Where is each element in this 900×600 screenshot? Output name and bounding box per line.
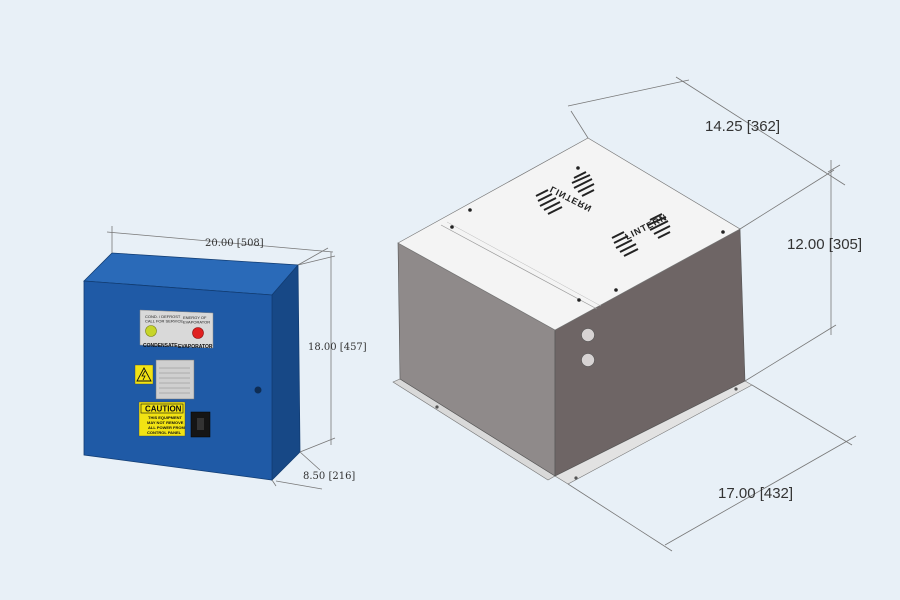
unit-width-dimension: 14.25 [362] (705, 118, 780, 135)
switch-plate (139, 309, 214, 349)
door-latch (254, 386, 262, 394)
condensing-unit: LINTERN LINTERN (392, 137, 753, 485)
condensate-indicator-button (145, 325, 157, 337)
panel-width-dimension: 20.00 [508] (205, 238, 264, 249)
flange-hole-1 (435, 405, 439, 409)
flange-hole-2 (574, 476, 578, 480)
vent-grille-2 (611, 213, 671, 257)
panel-side-face (271, 263, 301, 481)
flange-hole-3 (734, 387, 738, 391)
condensate-label: CONDENSATE (143, 343, 178, 349)
caution-title-band (140, 403, 184, 414)
electrical-hazard-sticker (134, 364, 154, 385)
unit-depth-dimension: 17.00 [432] (718, 485, 793, 502)
caution-line-2: MAY NOT REMOVE (147, 420, 184, 425)
evaporator-indicator-button (192, 327, 204, 339)
caution-title: CAUTION (145, 405, 182, 414)
disconnect-handle (197, 418, 204, 430)
panel-height-dimension: 18.00 [457] (308, 342, 367, 353)
condensing-unit-dimensions: 14.25 [362] 12.00 [305] 17.00 [432] (567, 76, 862, 552)
refrigerant-port-upper (581, 328, 595, 342)
top-screws (450, 166, 725, 302)
nameplate (155, 359, 195, 400)
caution-line-3: ALL POWER FROM (148, 425, 185, 430)
caution-line-1: THIS EQUIPMENT (148, 415, 183, 420)
nameplate-lines (159, 367, 190, 394)
top-panel-seam (440, 224, 598, 310)
panel-depth-dimension: 8.50 [216] (303, 471, 355, 482)
control-panel-dimensions: 20.00 [508] 18.00 [457] 8.50 [216] (106, 226, 367, 490)
caution-line-4: CONTROL PANEL (147, 430, 182, 435)
lightning-bolt-icon (141, 370, 146, 381)
top-panel-seam-2 (446, 221, 602, 307)
vent-grille-1 (535, 171, 595, 215)
electrical-hazard-icon (136, 367, 152, 382)
evaporator-label: EVAPORATOR (178, 344, 213, 350)
unit-height-dimension: 12.00 [305] (787, 236, 862, 253)
refrigerant-port-lower (581, 353, 595, 367)
